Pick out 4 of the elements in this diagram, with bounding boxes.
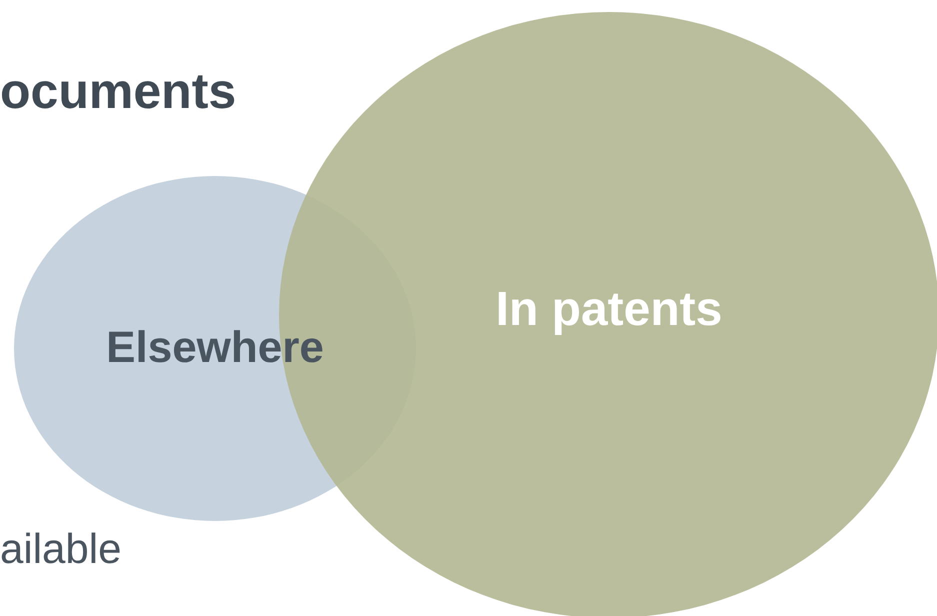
set-label: Elsewhere — [106, 326, 324, 370]
title: ocuments — [0, 66, 236, 116]
text-label: ailable — [0, 528, 122, 570]
set-label: In patents — [496, 286, 722, 334]
